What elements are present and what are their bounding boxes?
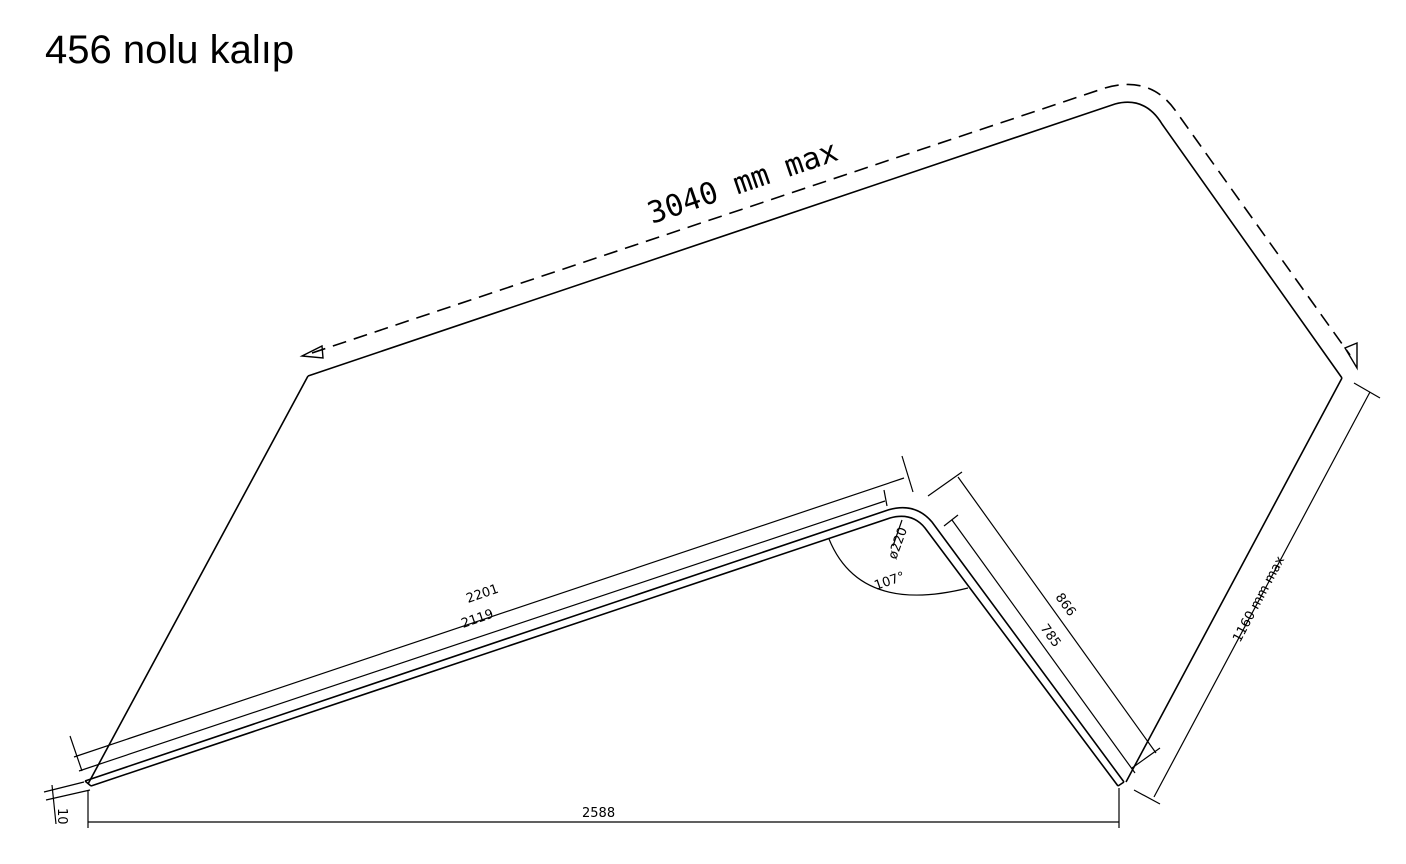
envelope-right-edge [1125, 377, 1343, 783]
dim-866-label: 866 [1052, 591, 1079, 620]
dim-1160-label: 1160 mm max [1230, 554, 1288, 645]
bent-profile [84, 506, 1125, 787]
dim-2119-line [78, 489, 888, 772]
dim-866-line [927, 471, 1161, 769]
dim-3040-line [299, 83, 1358, 371]
bend-angle-label: 107° [872, 569, 907, 593]
envelope-top-edge [307, 101, 1343, 379]
profile-right-end [1117, 781, 1125, 787]
dim-2588-line [87, 788, 1120, 828]
dim-10-line [43, 781, 91, 825]
dim-1160-line [1133, 382, 1381, 805]
dim-785-line [943, 514, 1136, 774]
profile-inner-edge [90, 515, 1119, 787]
arrow-right-icon [1343, 341, 1358, 371]
arrow-left-icon [299, 344, 324, 359]
dim-2588-label: 2588 [582, 806, 615, 821]
dim-2201-label: 2201 [464, 582, 500, 607]
dim-2119-label: 2119 [459, 607, 495, 632]
dim-3040-label: 3040 mm max [643, 134, 842, 232]
profile-outer-edge [84, 506, 1125, 783]
drawing-title: 456 nolu kalıp [45, 28, 295, 72]
bend-diameter-leader [892, 519, 903, 547]
dim-10-label: 10 [54, 808, 69, 825]
bend-angle-arc [828, 538, 969, 596]
dim-785-label: 785 [1037, 622, 1064, 651]
dim-2201-line [69, 455, 914, 772]
envelope-outline [87, 101, 1343, 785]
envelope-left-edge [87, 375, 309, 785]
